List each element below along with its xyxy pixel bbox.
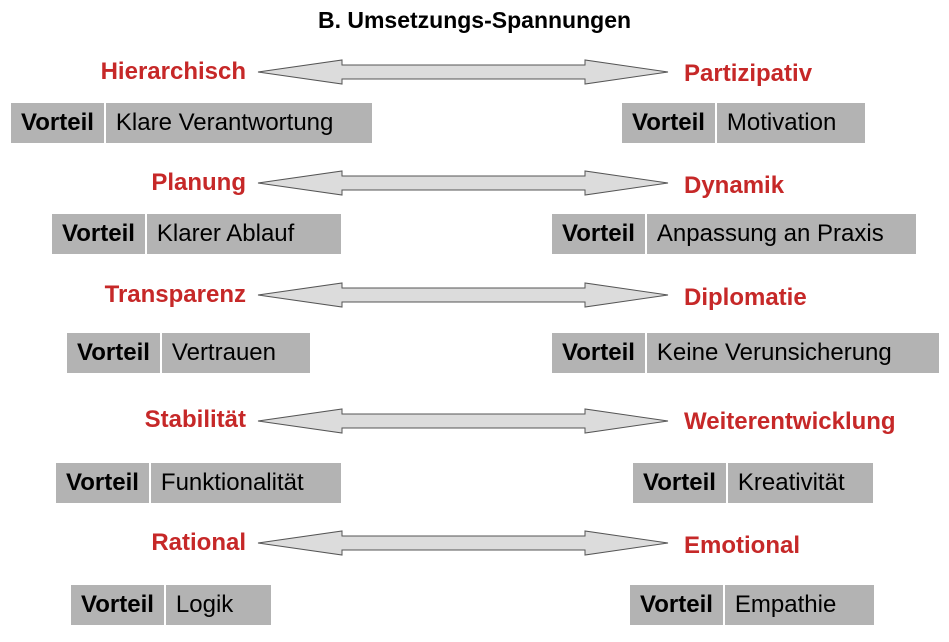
advantage-box-right-2: Vorteil Anpassung an Praxis <box>552 214 916 254</box>
advantage-value: Vertrauen <box>171 339 276 366</box>
double-arrow-2 <box>257 170 669 196</box>
advantage-key: Vorteil <box>67 333 162 373</box>
advantage-key: Vorteil <box>52 214 147 254</box>
right-label-1: Partizipativ <box>684 60 813 87</box>
diagram-title: B. Umsetzungs-Spannungen <box>317 7 632 33</box>
advantage-value: Motivation <box>726 109 837 136</box>
advantage-value: Klare Verantwortung <box>115 109 334 136</box>
advantage-box-right-5: Vorteil Empathie <box>630 585 874 625</box>
left-label-1: Hierarchisch <box>100 58 246 85</box>
right-label-2: Dynamik <box>684 172 785 199</box>
advantage-box-left-1: Vorteil Klare Verantwortung <box>11 103 372 143</box>
advantage-box-right-1: Vorteil Motivation <box>622 103 865 143</box>
advantage-key: Vorteil <box>633 463 728 503</box>
advantage-key: Vorteil <box>552 214 647 254</box>
advantage-value: Klarer Ablauf <box>156 220 295 247</box>
advantage-value: Funktionalität <box>160 469 304 496</box>
advantage-box-left-3: Vorteil Vertrauen <box>67 333 310 373</box>
right-label-5: Emotional <box>684 532 801 559</box>
left-label-3: Transparenz <box>104 281 246 308</box>
advantage-box-left-2: Vorteil Klarer Ablauf <box>52 214 341 254</box>
advantage-value: Kreativität <box>737 469 845 496</box>
right-label-4: Weiterentwicklung <box>684 408 896 435</box>
double-arrow-5 <box>257 530 669 556</box>
advantage-value: Logik <box>175 591 234 618</box>
double-arrow-4 <box>257 408 669 434</box>
advantage-key: Vorteil <box>552 333 647 373</box>
advantage-key: Vorteil <box>71 585 166 625</box>
advantage-box-left-5: Vorteil Logik <box>71 585 271 625</box>
advantage-box-left-4: Vorteil Funktionalität <box>56 463 341 503</box>
advantage-box-right-4: Vorteil Kreativität <box>633 463 873 503</box>
advantage-key: Vorteil <box>56 463 151 503</box>
left-label-2: Planung <box>151 169 246 196</box>
left-label-4: Stabilität <box>144 406 246 433</box>
advantage-key: Vorteil <box>622 103 717 143</box>
double-arrow-3 <box>257 282 669 308</box>
advantage-value: Keine Verunsicherung <box>656 339 892 366</box>
advantage-value: Anpassung an Praxis <box>656 220 884 247</box>
advantage-key: Vorteil <box>630 585 725 625</box>
double-arrow-1 <box>257 59 669 85</box>
right-label-3: Diplomatie <box>684 284 807 311</box>
advantage-value: Empathie <box>734 591 837 618</box>
advantage-key: Vorteil <box>11 103 106 143</box>
left-label-5: Rational <box>151 529 246 556</box>
advantage-box-right-3: Vorteil Keine Verunsicherung <box>552 333 939 373</box>
